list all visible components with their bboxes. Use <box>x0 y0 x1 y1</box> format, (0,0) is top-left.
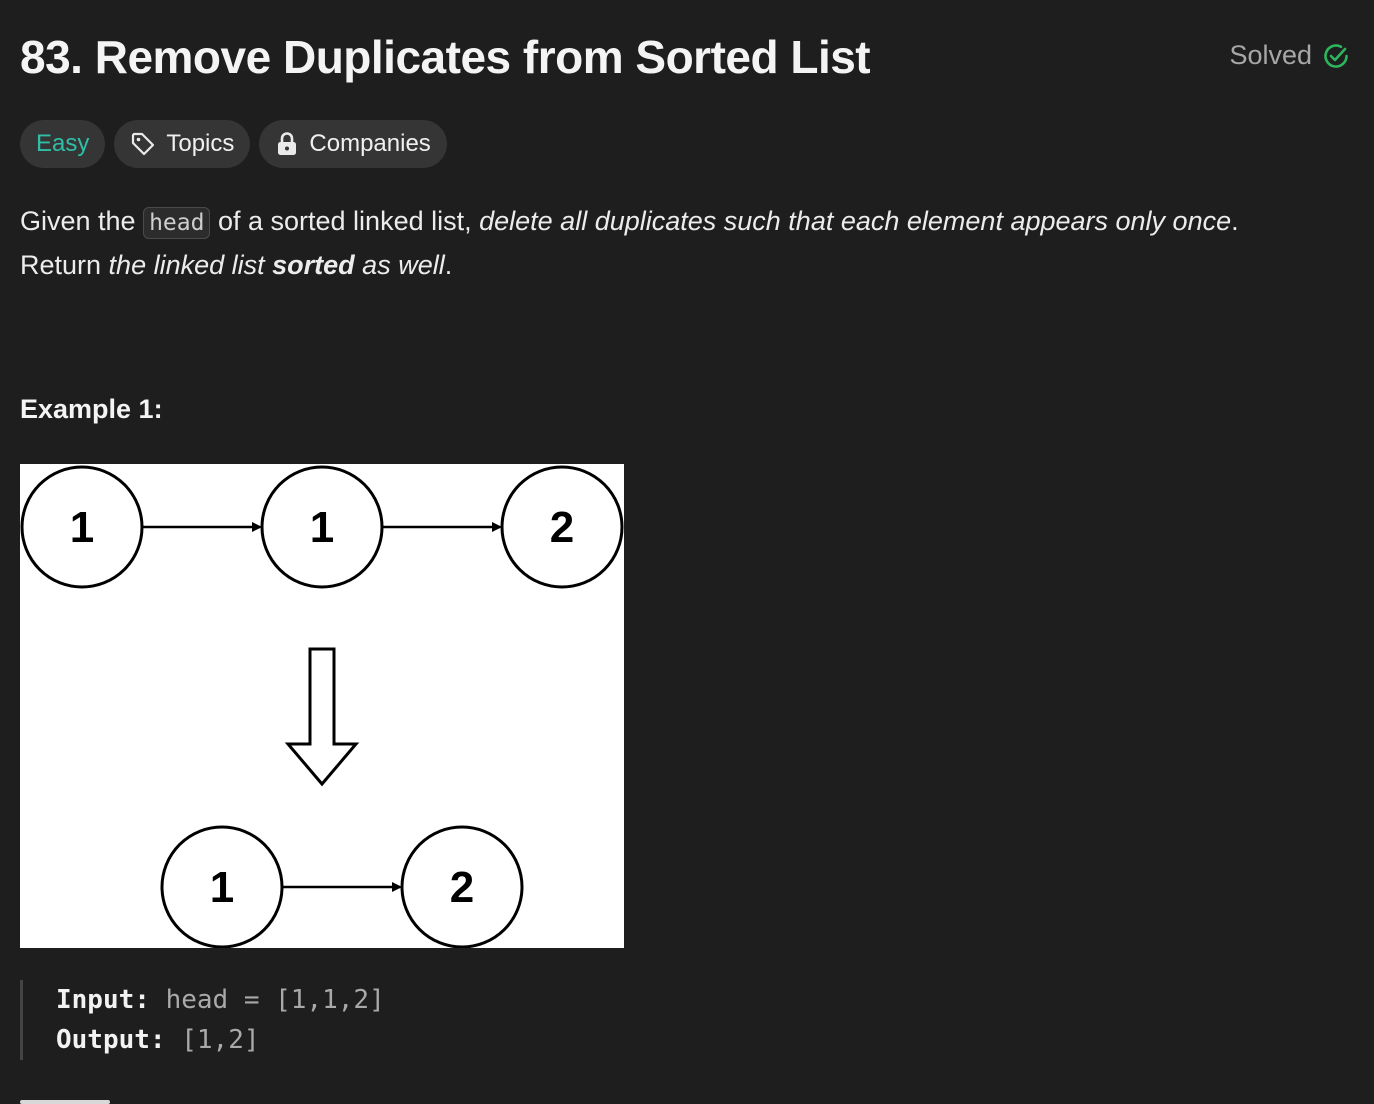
input-value: head = [1,1,2] <box>149 985 385 1015</box>
lock-icon <box>275 131 299 157</box>
solved-label: Solved <box>1229 40 1312 70</box>
description-text: of a sorted linked list, <box>210 206 480 236</box>
example-diagram: 1 1 2 1 2 <box>20 464 624 949</box>
output-label: Output: <box>56 1025 166 1055</box>
node-value: 1 <box>210 863 234 912</box>
example-io-block: Input: head = [1,1,2] Output: [1,2] <box>20 980 385 1060</box>
solved-status: Solved <box>1229 40 1350 71</box>
description-line-1: Given the head of a sorted linked list, … <box>20 200 1360 244</box>
example-output-line: Output: [1,2] <box>56 1020 385 1060</box>
tag-icon <box>130 131 156 157</box>
description-text: . <box>444 250 453 280</box>
clipped-heading-fragment <box>20 1100 110 1104</box>
down-arrow-icon <box>284 647 360 787</box>
example-heading: Example 1: <box>20 394 163 424</box>
list-node: 1 <box>20 465 144 589</box>
difficulty-label: Easy <box>36 130 90 157</box>
list-node: 2 <box>500 465 624 589</box>
companies-label: Companies <box>309 130 431 157</box>
output-value: [1,2] <box>165 1025 260 1055</box>
description-emphasis: delete all duplicates such that each ele… <box>479 206 1232 236</box>
description-text: Given the <box>20 206 144 236</box>
list-node: 1 <box>160 825 284 949</box>
node-value: 2 <box>550 503 574 552</box>
topics-label: Topics <box>166 130 235 157</box>
node-value: 1 <box>310 503 334 552</box>
check-circle-icon <box>1322 42 1350 70</box>
list-node: 2 <box>400 825 524 949</box>
description-emphasis: as well <box>354 250 445 280</box>
description-emphasis: the linked list <box>108 250 273 280</box>
difficulty-badge[interactable]: Easy <box>20 120 106 168</box>
next-example-heading-peek <box>20 1096 180 1104</box>
list-after: 1 2 <box>160 825 524 949</box>
topics-button[interactable]: Topics <box>114 120 251 168</box>
description-strong-emphasis: sorted <box>272 250 355 280</box>
problem-header: 83. Remove Duplicates from Sorted List S… <box>20 28 1354 88</box>
list-node: 1 <box>260 465 384 589</box>
companies-button[interactable]: Companies <box>259 120 447 168</box>
inline-code-head: head <box>143 207 211 239</box>
problem-description: Given the head of a sorted linked list, … <box>20 200 1360 286</box>
node-value: 1 <box>70 503 94 552</box>
example-input-line: Input: head = [1,1,2] <box>56 980 385 1020</box>
problem-title: 83. Remove Duplicates from Sorted List <box>20 31 871 83</box>
input-label: Input: <box>56 985 150 1015</box>
node-value: 2 <box>450 863 474 912</box>
description-line-2: Return the linked list sorted as well. <box>20 244 1360 286</box>
description-text: . <box>1231 206 1239 236</box>
description-text: Return <box>20 250 109 280</box>
list-before: 1 1 2 <box>20 465 624 589</box>
tag-bar: Easy Topics Companies <box>20 120 447 168</box>
